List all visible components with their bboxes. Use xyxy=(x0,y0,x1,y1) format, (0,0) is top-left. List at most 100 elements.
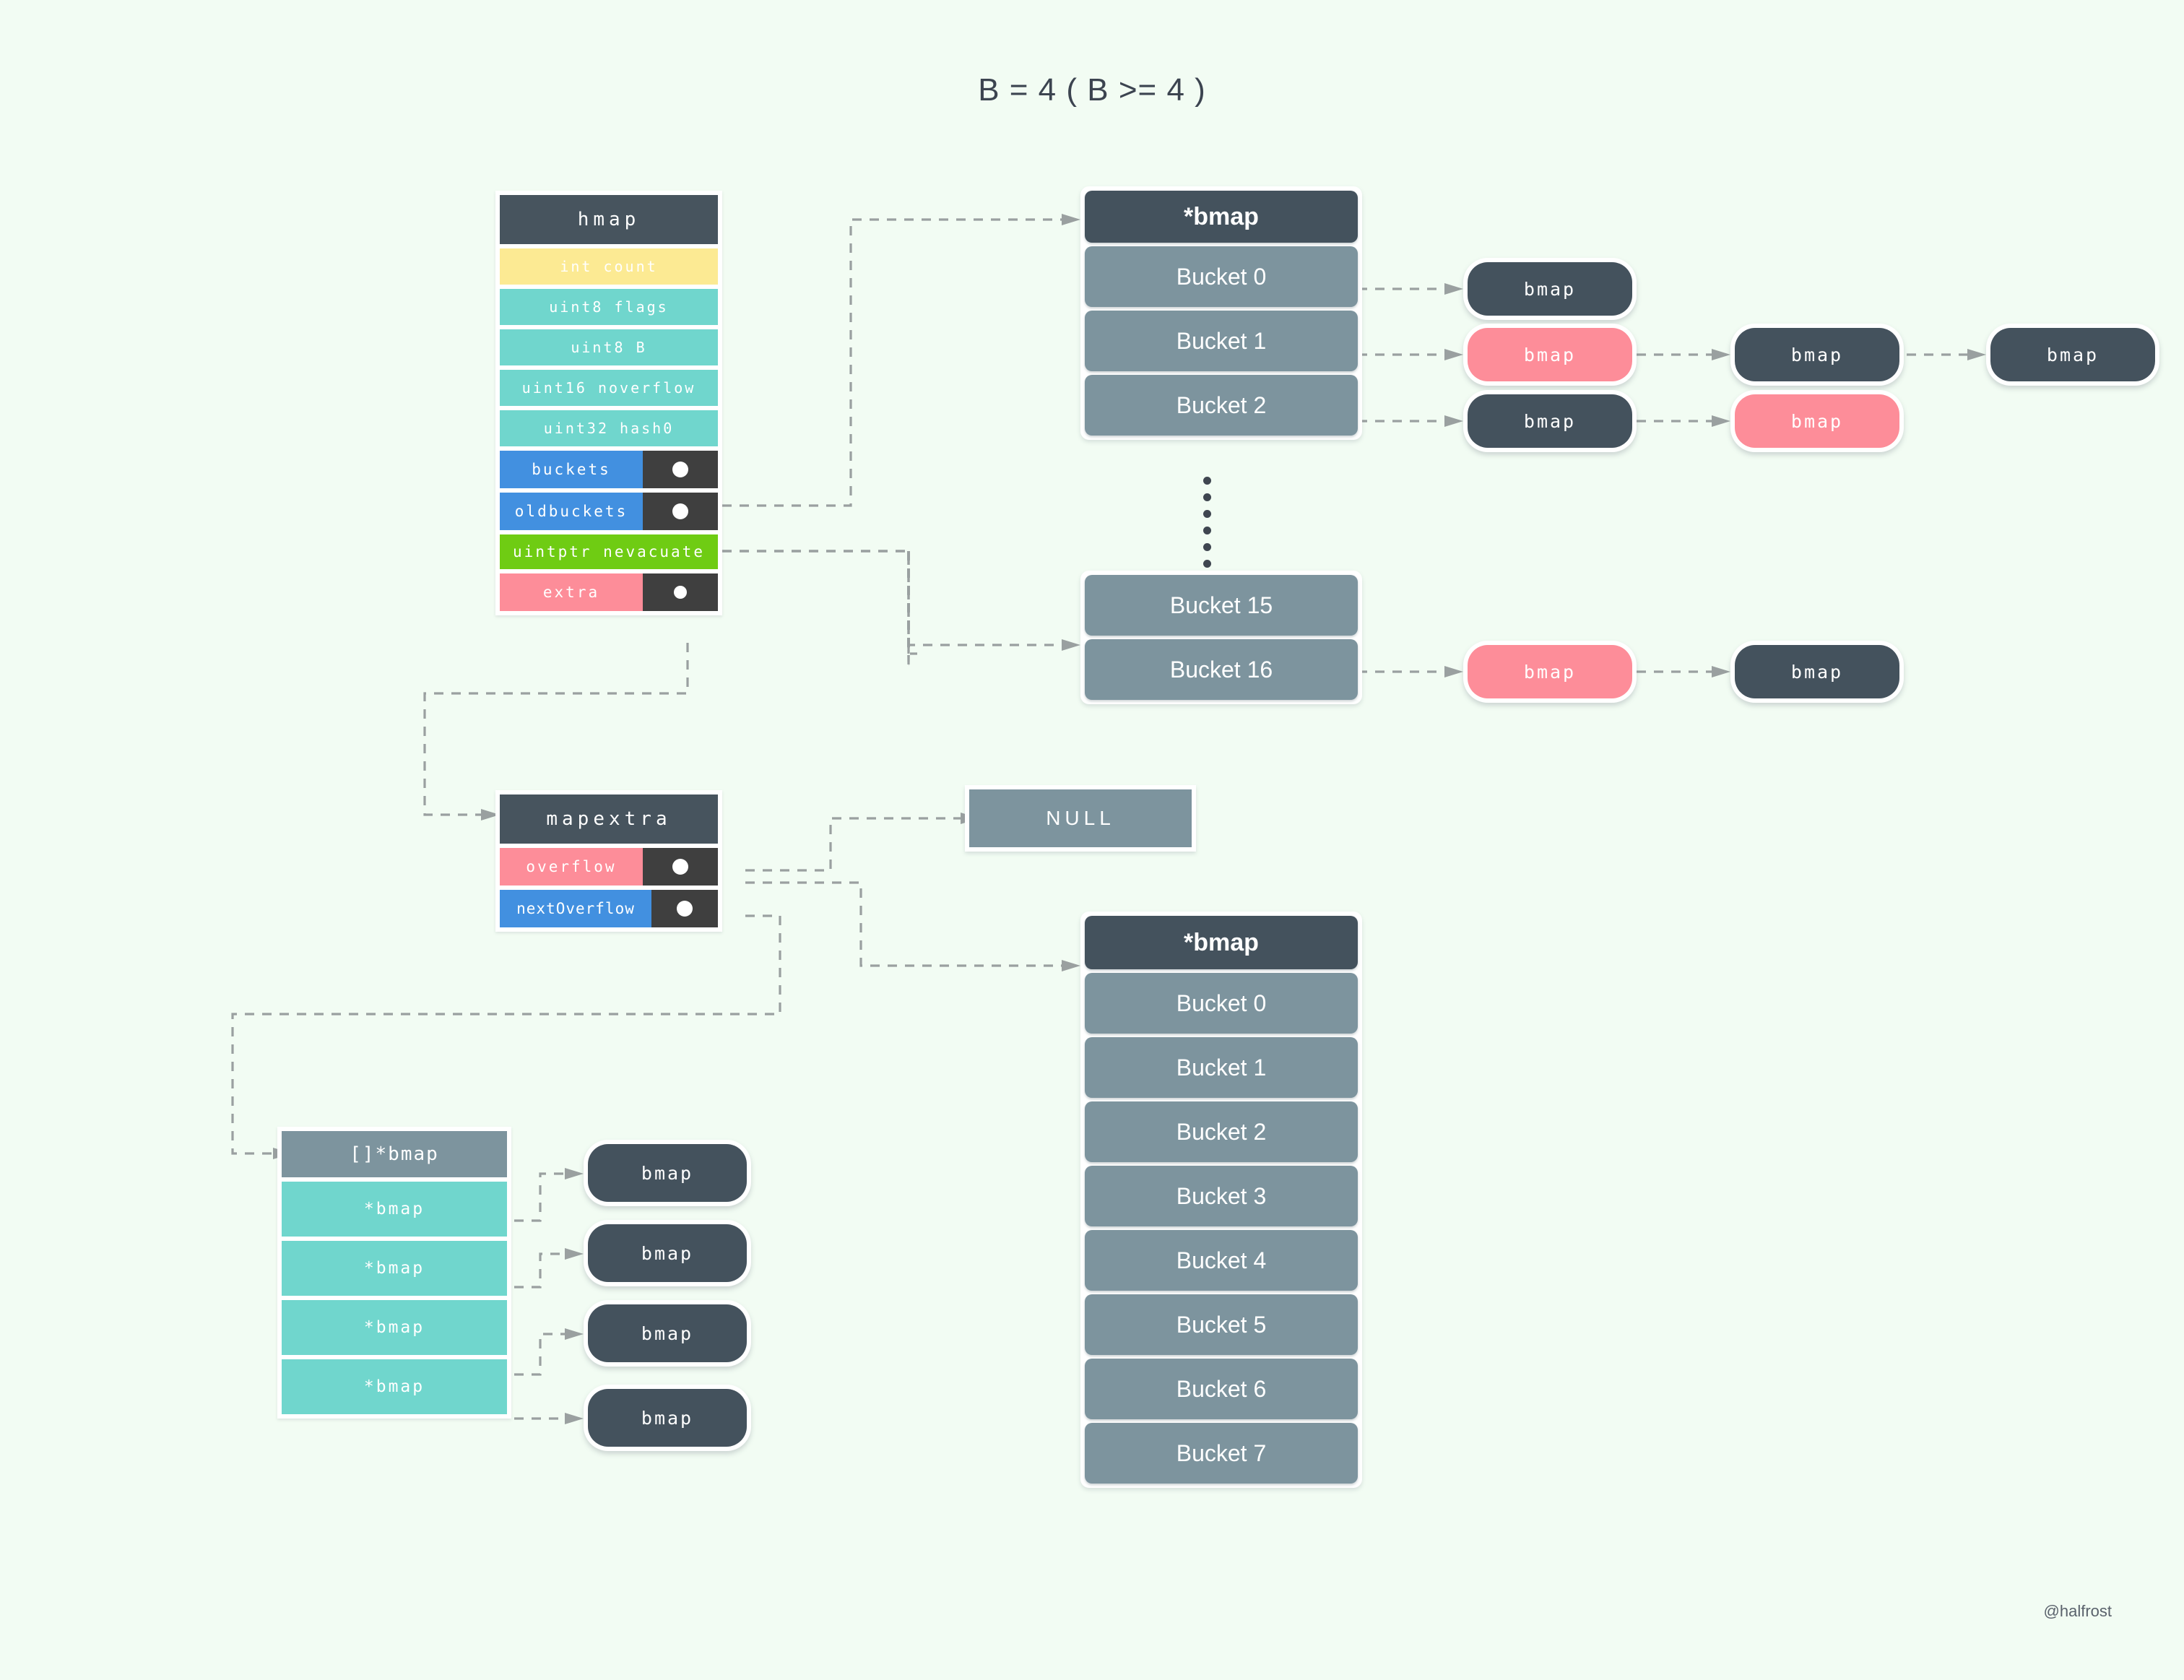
overflow-array-header-label: []*bmap xyxy=(282,1131,507,1177)
hmap-field-flags: uint8 flags xyxy=(500,289,718,325)
mapextra-field-overflow: overflow xyxy=(500,848,718,886)
page-title: B = 4 ( B >= 4 ) xyxy=(978,72,1206,108)
ellipsis-dot xyxy=(1203,510,1211,518)
new-buckets-header: *bmap xyxy=(1085,191,1358,243)
hmap-field-oldbuckets-label: oldbuckets xyxy=(500,493,643,530)
overflow-array-header-row: []*bmap xyxy=(282,1131,507,1177)
overflow-array-node-label: bmap xyxy=(588,1224,747,1282)
bmap-node: bmap xyxy=(1463,258,1637,320)
bucket-row[interactable]: Bucket 0 xyxy=(1085,973,1358,1034)
mapextra-field-nextoverflow: nextOverflow xyxy=(500,890,718,927)
mapextra-nextoverflow-pointer-cell xyxy=(651,890,718,927)
bmap-node-label: bmap xyxy=(1735,645,1899,698)
overflow-array-slot-label: *bmap xyxy=(282,1182,507,1237)
watermark: @halfrost xyxy=(2043,1602,2112,1620)
ellipsis-dot xyxy=(1203,543,1211,551)
bmap-node: bmap xyxy=(1463,324,1637,386)
hmap-field-nevacuate: uintptr nevacuate xyxy=(500,534,718,569)
bmap-node: bmap xyxy=(1463,390,1637,452)
bucket-row[interactable]: Bucket 2 xyxy=(1085,375,1358,436)
overflow-array-slot: *bmap xyxy=(282,1182,507,1237)
null-box-label: NULL xyxy=(969,789,1192,847)
hmap-field-buckets-label: buckets xyxy=(500,451,643,488)
hmap-field-oldbuckets: oldbuckets xyxy=(500,493,718,530)
bucket-row[interactable]: Bucket 1 xyxy=(1085,311,1358,371)
overflow-array-slot: *bmap xyxy=(282,1241,507,1296)
pointer-dot-icon xyxy=(672,859,688,875)
bmap-node-label: bmap xyxy=(1990,328,2155,381)
mapextra-struct: mapextra overflow nextOverflow xyxy=(495,790,722,932)
bmap-node: bmap xyxy=(1730,390,1904,452)
hmap-struct: hmap int count uint8 flags uint8 B uint1… xyxy=(495,191,722,615)
hmap-field-count-label: int count xyxy=(500,248,718,285)
vertical-ellipsis xyxy=(1203,477,1211,568)
hmap-field-count: int count xyxy=(500,248,718,285)
overflow-array-node: bmap xyxy=(584,1300,751,1367)
mapextra-field-overflow-label: overflow xyxy=(500,848,643,886)
overflow-array-slot-label: *bmap xyxy=(282,1300,507,1355)
bmap-node: bmap xyxy=(1986,324,2159,386)
pointer-dot-icon xyxy=(672,503,688,519)
bmap-node-label: bmap xyxy=(1468,394,1632,448)
bmap-node-label: bmap xyxy=(1468,645,1632,698)
hmap-field-noverflow: uint16 noverflow xyxy=(500,370,718,406)
bucket-row[interactable]: Bucket 6 xyxy=(1085,1359,1358,1419)
mapextra-overflow-pointer-cell xyxy=(643,848,718,886)
bucket-row[interactable]: Bucket 2 xyxy=(1085,1101,1358,1162)
bmap-node-label: bmap xyxy=(1735,328,1899,381)
bmap-node-label: bmap xyxy=(1468,262,1632,316)
overflow-array-slot-label: *bmap xyxy=(282,1359,507,1414)
bucket-row[interactable]: Bucket 1 xyxy=(1085,1037,1358,1098)
bmap-node: bmap xyxy=(1730,324,1904,386)
bucket-row[interactable]: Bucket 15 xyxy=(1085,575,1358,636)
overflow-array-slot: *bmap xyxy=(282,1300,507,1355)
bucket-row[interactable]: Bucket 7 xyxy=(1085,1423,1358,1484)
hmap-field-b-label: uint8 B xyxy=(500,329,718,365)
hmap-oldbuckets-pointer-cell xyxy=(643,493,718,530)
overflow-array-node: bmap xyxy=(584,1140,751,1206)
hmap-field-buckets: buckets xyxy=(500,451,718,488)
pointer-dot-icon xyxy=(674,586,687,599)
overflow-array-slot: *bmap xyxy=(282,1359,507,1414)
bucket-row[interactable]: Bucket 0 xyxy=(1085,246,1358,307)
overflow-array-node: bmap xyxy=(584,1385,751,1451)
bmap-node: bmap xyxy=(1730,641,1904,703)
bottom-buckets-header: *bmap xyxy=(1085,916,1358,969)
bucket-row[interactable]: Bucket 5 xyxy=(1085,1294,1358,1355)
bucket-row[interactable]: Bucket 4 xyxy=(1085,1230,1358,1291)
bucket-row[interactable]: Bucket 16 xyxy=(1085,639,1358,700)
pointer-dot-icon xyxy=(672,462,688,477)
overflow-array-node-label: bmap xyxy=(588,1144,747,1202)
bucket-row[interactable]: Bucket 3 xyxy=(1085,1166,1358,1226)
hmap-header-label: hmap xyxy=(500,195,718,244)
bmap-node-label: bmap xyxy=(1735,394,1899,448)
bmap-node-label: bmap xyxy=(1468,328,1632,381)
hmap-field-extra: extra xyxy=(500,573,718,611)
null-box: NULL xyxy=(965,785,1196,852)
overflow-array-struct: []*bmap *bmap *bmap *bmap *bmap xyxy=(277,1127,511,1419)
old-buckets-tail-array: Bucket 15 Bucket 16 xyxy=(1080,571,1362,704)
bmap-node: bmap xyxy=(1463,641,1637,703)
mapextra-header-label: mapextra xyxy=(500,794,718,844)
new-buckets-array: *bmap Bucket 0 Bucket 1 Bucket 2 xyxy=(1080,186,1362,440)
hmap-field-noverflow-label: uint16 noverflow xyxy=(500,370,718,406)
overflow-array-slot-label: *bmap xyxy=(282,1241,507,1296)
ellipsis-dot xyxy=(1203,560,1211,568)
mapextra-header-row: mapextra xyxy=(500,794,718,844)
hmap-extra-pointer-cell xyxy=(643,573,718,611)
pointer-dot-icon xyxy=(677,901,693,917)
hmap-field-extra-label: extra xyxy=(500,573,643,611)
hmap-buckets-pointer-cell xyxy=(643,451,718,488)
ellipsis-dot xyxy=(1203,493,1211,501)
hmap-field-hash0: uint32 hash0 xyxy=(500,410,718,446)
hmap-header-row: hmap xyxy=(500,195,718,244)
bottom-buckets-array: *bmap Bucket 0 Bucket 1 Bucket 2 Bucket … xyxy=(1080,912,1362,1488)
overflow-array-node-label: bmap xyxy=(588,1389,747,1447)
hmap-field-hash0-label: uint32 hash0 xyxy=(500,410,718,446)
ellipsis-dot xyxy=(1203,527,1211,534)
hmap-field-b: uint8 B xyxy=(500,329,718,365)
ellipsis-dot xyxy=(1203,477,1211,485)
mapextra-field-nextoverflow-label: nextOverflow xyxy=(500,890,651,927)
hmap-field-nevacuate-label: uintptr nevacuate xyxy=(500,534,718,569)
